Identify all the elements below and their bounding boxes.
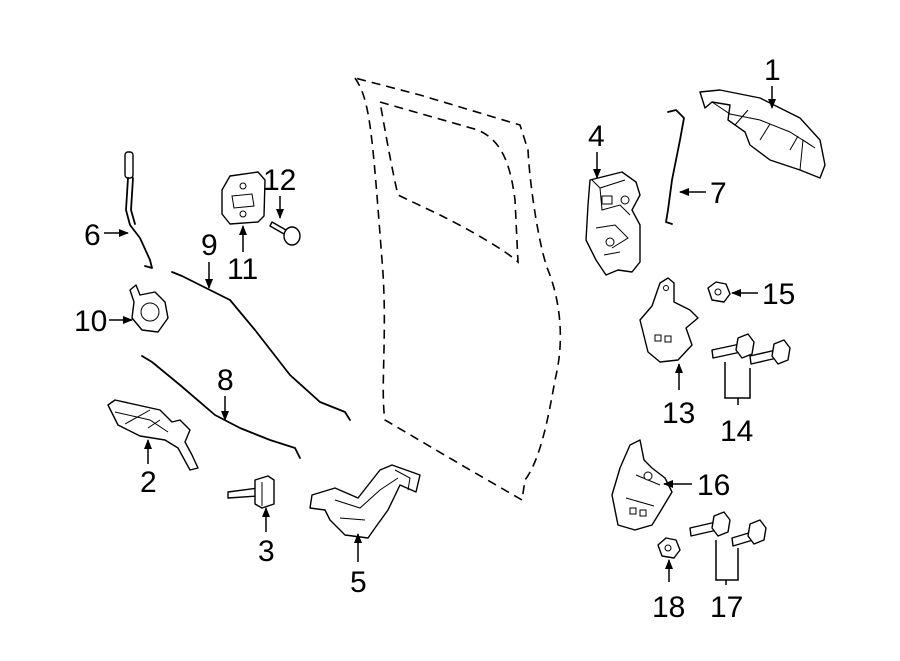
callout-16: 16 bbox=[697, 469, 730, 502]
part-16-hinge bbox=[611, 439, 673, 531]
part-18-nut bbox=[657, 537, 681, 559]
callout-12: 12 bbox=[263, 164, 296, 197]
part-1-outside-door-handle bbox=[699, 89, 826, 179]
callout-4: 4 bbox=[588, 120, 605, 153]
leader-lines bbox=[104, 86, 776, 585]
callout-11: 11 bbox=[227, 253, 258, 286]
part-15-nut bbox=[707, 281, 731, 303]
part-9-control-rod bbox=[171, 271, 351, 421]
part-11-striker bbox=[221, 171, 266, 225]
part-6-lock-rod bbox=[124, 151, 153, 269]
door-outline bbox=[353, 76, 562, 502]
part-12-screw bbox=[269, 221, 301, 246]
callout-14: 14 bbox=[720, 415, 753, 448]
callout-3: 3 bbox=[258, 535, 275, 568]
part-17-bolts bbox=[689, 511, 767, 547]
callout-18: 18 bbox=[652, 591, 685, 624]
callout-labels: 1 2 3 4 5 6 7 8 9 10 11 12 13 14 15 16 1… bbox=[74, 54, 795, 624]
leader-17 bbox=[715, 540, 739, 585]
callout-15: 15 bbox=[762, 278, 795, 311]
part-14-bolts bbox=[711, 333, 791, 365]
callout-13: 13 bbox=[662, 397, 695, 430]
part-7-link-rod bbox=[665, 109, 685, 225]
part-13-bracket bbox=[639, 277, 699, 363]
part-2-handle-bracket bbox=[107, 399, 199, 471]
callout-17: 17 bbox=[710, 591, 743, 624]
part-5-inside-handle-bracket bbox=[309, 464, 421, 539]
callout-2: 2 bbox=[140, 466, 157, 499]
callout-7: 7 bbox=[710, 177, 727, 210]
part-10-rod-clip bbox=[129, 284, 169, 333]
callout-6: 6 bbox=[84, 219, 101, 252]
callout-9: 9 bbox=[201, 229, 218, 262]
callout-5: 5 bbox=[350, 566, 367, 599]
leader-14 bbox=[724, 362, 751, 405]
callout-1: 1 bbox=[764, 54, 781, 87]
part-8-inside-handle-rod bbox=[141, 355, 301, 459]
part-3-bolt bbox=[227, 475, 275, 509]
part-4-door-latch bbox=[585, 171, 641, 276]
callout-8: 8 bbox=[217, 364, 234, 397]
callout-10: 10 bbox=[74, 305, 107, 338]
